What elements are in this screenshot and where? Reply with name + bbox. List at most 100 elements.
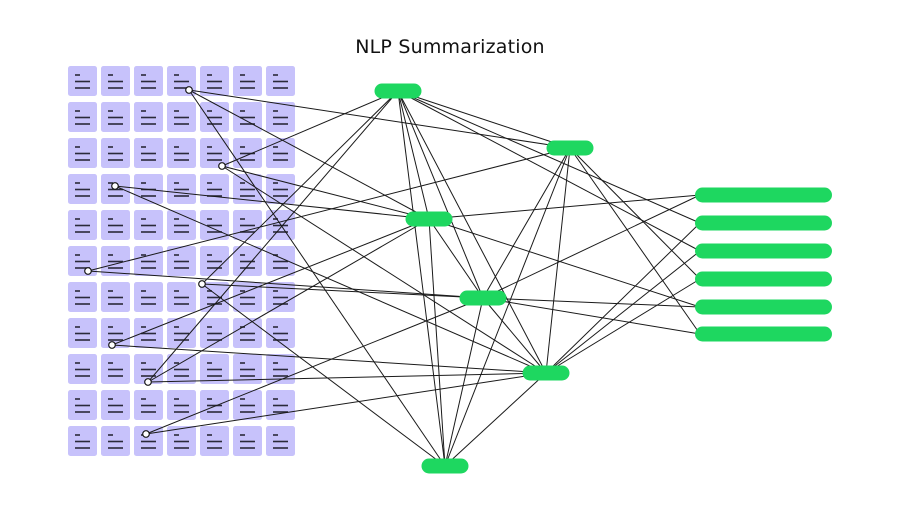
input-node <box>218 162 226 170</box>
edge-line <box>428 218 701 308</box>
input-node <box>144 378 152 386</box>
document-cell <box>167 282 196 312</box>
edge-line <box>545 250 701 374</box>
document-cell <box>134 174 163 204</box>
document-cell <box>101 282 130 312</box>
edge-line <box>397 90 701 224</box>
hidden-node <box>459 290 507 306</box>
input-node <box>142 430 150 438</box>
edge-line <box>444 372 547 467</box>
edge-line <box>444 297 484 467</box>
document-cell <box>233 426 262 456</box>
edge-line <box>147 218 430 383</box>
document-cell <box>200 138 229 168</box>
edge-line <box>111 218 430 346</box>
document-cell <box>134 282 163 312</box>
document-cell <box>200 354 229 384</box>
edge-line <box>482 297 547 374</box>
document-cell <box>266 66 295 96</box>
document-cell <box>233 66 262 96</box>
hidden-node <box>421 458 469 474</box>
document-cell <box>101 66 130 96</box>
edge-line <box>114 185 430 220</box>
document-cell <box>200 66 229 96</box>
document-cell <box>101 246 130 276</box>
edge-line <box>397 90 571 149</box>
hidden-node <box>522 365 570 381</box>
document-cell <box>233 138 262 168</box>
edge-line <box>482 297 701 308</box>
document-cell <box>134 318 163 348</box>
document-cell <box>167 426 196 456</box>
document-cell <box>233 174 262 204</box>
input-node <box>198 280 206 288</box>
document-cell <box>101 354 130 384</box>
document-cell <box>134 426 163 456</box>
document-cell <box>233 246 262 276</box>
document-cell <box>200 102 229 132</box>
edge-line <box>201 283 446 467</box>
edge-line <box>147 372 547 383</box>
edge-line <box>114 185 547 374</box>
document-grid <box>68 66 295 456</box>
document-cell <box>266 282 295 312</box>
edge-line <box>221 165 430 220</box>
edge-line <box>188 89 446 467</box>
document-cell <box>134 138 163 168</box>
document-cell <box>134 210 163 240</box>
document-cell <box>233 354 262 384</box>
hidden-node <box>546 140 594 156</box>
edge-line <box>397 90 701 252</box>
edge-line <box>221 90 399 167</box>
document-cell <box>233 318 262 348</box>
document-cell <box>68 354 97 384</box>
document-cell <box>101 102 130 132</box>
edge-line <box>444 147 571 467</box>
edge-line <box>397 90 484 299</box>
edge-line <box>188 89 430 220</box>
diagram-title: NLP Summarization <box>355 36 545 58</box>
edge-line <box>221 165 547 374</box>
document-cell <box>68 282 97 312</box>
edge-line <box>397 90 446 467</box>
output-node <box>695 271 832 287</box>
input-node <box>111 182 119 190</box>
document-cell <box>167 102 196 132</box>
edge-line <box>87 147 571 272</box>
document-cell <box>266 318 295 348</box>
edge-line <box>482 147 571 299</box>
document-cell <box>266 102 295 132</box>
document-cell <box>167 246 196 276</box>
document-cell <box>233 282 262 312</box>
document-cell <box>68 210 97 240</box>
document-cell <box>200 174 229 204</box>
document-cell <box>167 354 196 384</box>
document-cell <box>68 390 97 420</box>
document-cell <box>68 426 97 456</box>
document-cell <box>233 210 262 240</box>
edge-line <box>569 147 701 280</box>
edge-line <box>569 147 701 335</box>
output-node <box>695 299 832 315</box>
document-cell <box>167 174 196 204</box>
edge-line <box>482 194 701 299</box>
input-node <box>84 267 92 275</box>
input-node <box>185 86 193 94</box>
edges <box>87 89 701 467</box>
edge-line <box>428 194 701 220</box>
document-cell <box>68 318 97 348</box>
document-cell <box>134 390 163 420</box>
edge-line <box>147 90 399 383</box>
output-node <box>695 187 832 203</box>
document-cell <box>200 246 229 276</box>
edge-line <box>397 90 430 220</box>
output-node <box>695 215 832 231</box>
document-cell <box>101 138 130 168</box>
hidden-node <box>405 211 453 227</box>
edge-line <box>428 218 446 467</box>
document-cell <box>101 390 130 420</box>
edge-line <box>428 218 484 299</box>
document-cell <box>266 246 295 276</box>
edge-line <box>201 90 399 285</box>
